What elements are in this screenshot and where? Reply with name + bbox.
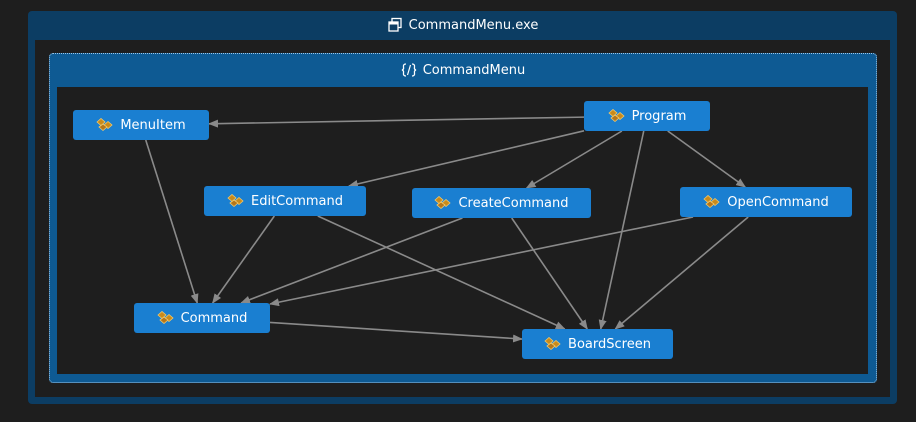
class-icon: [703, 195, 721, 209]
node-label: EditCommand: [251, 193, 343, 209]
node-boardscreen[interactable]: BoardScreen: [522, 329, 673, 359]
assembly-title: CommandMenu.exe: [408, 17, 539, 33]
namespace-header[interactable]: CommandMenu: [50, 54, 876, 86]
assembly-icon: [387, 17, 403, 33]
class-icon: [434, 196, 452, 210]
node-menuitem[interactable]: MenuItem: [73, 110, 209, 140]
class-icon: [227, 194, 245, 208]
node-editcommand[interactable]: EditCommand: [204, 186, 366, 216]
node-program[interactable]: Program: [584, 101, 710, 131]
node-label: OpenCommand: [727, 194, 829, 210]
class-icon: [96, 118, 114, 132]
node-label: MenuItem: [120, 117, 186, 133]
node-createcommand[interactable]: CreateCommand: [412, 188, 591, 218]
namespace-title: CommandMenu: [422, 62, 526, 78]
assembly-header[interactable]: CommandMenu.exe: [28, 11, 897, 39]
class-icon: [544, 337, 562, 351]
node-label: CreateCommand: [458, 195, 569, 211]
namespace-container: CommandMenu: [49, 53, 877, 383]
node-label: Command: [180, 310, 248, 326]
node-command[interactable]: Command: [134, 303, 270, 333]
node-label: Program: [631, 108, 687, 124]
class-icon: [156, 311, 175, 325]
node-label: BoardScreen: [568, 336, 651, 352]
namespace-braces-icon: [401, 63, 417, 77]
node-opencommand[interactable]: OpenCommand: [680, 187, 852, 217]
class-icon: [607, 109, 626, 123]
